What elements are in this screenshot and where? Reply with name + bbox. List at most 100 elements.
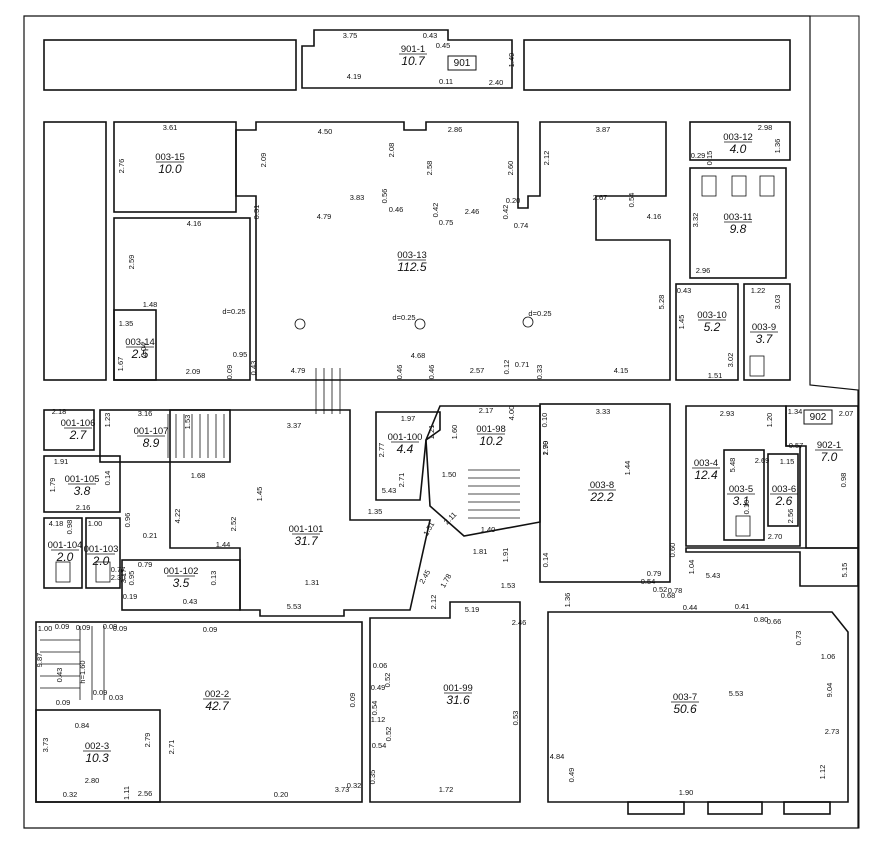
dimension-label: 0.12 (502, 360, 511, 375)
room-code: 003-13 (397, 250, 427, 261)
dimension-label: 0.54 (372, 741, 387, 750)
room-code: 001-104 (48, 540, 83, 551)
dimension-label: 4.22 (173, 509, 182, 524)
room-code: 003-15 (155, 152, 185, 163)
dimension-label: 2.60 (506, 161, 515, 176)
wall-001-99 (369, 601, 521, 803)
dimension-label: 1.22 (751, 286, 766, 295)
dimension-label: 0.09 (348, 693, 357, 708)
dimension-label: 1.15 (780, 457, 795, 466)
room-code: 001-99 (443, 683, 473, 694)
section-label-text: 901 (454, 58, 471, 69)
dimension-label: 0.11 (439, 77, 453, 86)
dimension-label: 2.12 (429, 595, 438, 610)
room-area: 10.7 (401, 54, 426, 68)
dimension-label: 2.46 (512, 618, 527, 627)
column-2 (414, 318, 426, 330)
room-code: 001-98 (476, 424, 506, 435)
room-area: 42.7 (205, 699, 230, 713)
dimension-label: 0.33 (535, 365, 544, 380)
dimension-label: 1.44 (623, 461, 632, 476)
room-area: 50.6 (673, 702, 697, 716)
room-area: 12.4 (694, 468, 718, 482)
dimension-label: 1.51 (708, 371, 723, 380)
room-code: 001-107 (134, 426, 169, 437)
dimension-label: 1.00 (38, 624, 53, 633)
dimension-label: 0.43 (55, 668, 64, 683)
dimension-label: 2.16 (76, 503, 91, 512)
dimension-label: 0.31 (252, 205, 261, 220)
dimension-label: 1.40 (481, 525, 496, 534)
dimension-label: 4.50 (318, 127, 333, 136)
room-code: 001-100 (388, 432, 423, 443)
dimension-label: 0.09 (203, 625, 218, 634)
window-3 (783, 801, 831, 815)
room-code: 003-4 (694, 458, 718, 469)
dimension-label: 0.14 (103, 471, 112, 486)
stair-002-2 (40, 626, 105, 700)
dimension-label: 1.90 (679, 788, 694, 797)
room-area: 3.8 (74, 484, 91, 498)
dimension-label: 4.18 (49, 519, 64, 528)
wall-003-5 (723, 449, 765, 541)
dimension-label: 1.20 (765, 413, 774, 428)
dimension-label: 0.09 (56, 698, 71, 707)
dimension-label: 1.72 (439, 785, 454, 794)
dimension-label: 1.11 (122, 786, 131, 800)
room-label-003-9: 003-93.7 (750, 322, 778, 346)
room-code: 003-10 (697, 310, 727, 321)
section-label-text: 902 (810, 412, 827, 423)
dimension-label: 2.73 (825, 727, 840, 736)
building-outline (23, 15, 859, 829)
dimension-label: 0.13 (209, 571, 218, 586)
room-code: 003-7 (673, 692, 697, 703)
room-area: 10.3 (85, 751, 109, 765)
dimension-label: 1.53 (183, 415, 192, 430)
dimension-label: 0.42 (501, 205, 510, 220)
dimension-label: 0.75 (439, 218, 454, 227)
room-code: 901-1 (401, 44, 425, 55)
room-code: 001-101 (289, 524, 324, 535)
room-code: 003-6 (772, 484, 796, 495)
dimension-label: 0.09 (225, 365, 234, 380)
wall-003-14 (113, 309, 157, 381)
room-code: 001-102 (164, 566, 199, 577)
dimension-label: 0.78 (668, 586, 683, 595)
dimension-label: 0.14 (541, 553, 550, 568)
wall-003-8 (539, 403, 671, 583)
dimension-label: 0.29 (691, 151, 706, 160)
wall-003-11 (689, 167, 787, 279)
room-code: 002-3 (85, 741, 109, 752)
room-area: 2.0 (92, 554, 110, 568)
stairs (40, 368, 520, 700)
dimension-label: 0.73 (794, 631, 803, 646)
dimension-label: 2.59 (127, 255, 136, 270)
room-label-003-14: 003-142.5 (125, 337, 155, 361)
dimension-label: 0.32 (347, 781, 362, 790)
room-area: 2.0 (56, 550, 74, 564)
dimension-label: 3.33 (596, 407, 611, 416)
dimension-label: 4.79 (317, 212, 332, 221)
dimension-label: 1.50 (442, 470, 457, 479)
toilet-001-103 (95, 561, 111, 583)
dimension-label: 1.00 (88, 519, 103, 528)
dimension-label: 4.19 (347, 72, 362, 81)
dimension-label: 1.12 (371, 715, 386, 724)
dimension-label: 0.43 (423, 31, 438, 40)
dimension-label: 5.19 (465, 605, 480, 614)
room-label-002-3: 002-310.3 (83, 741, 111, 765)
dimension-label: 0.35 (368, 770, 377, 785)
dimension-label: 1.44 (216, 540, 231, 549)
dimension-label: 1.78 (438, 572, 453, 589)
dimension-label: 9.87 (35, 653, 44, 668)
dimension-label: 1.12 (818, 765, 827, 780)
room-label-003-4: 003-412.4 (692, 458, 720, 482)
dimension-label: 5.53 (287, 602, 302, 611)
dimension-label: 2.56 (786, 509, 795, 524)
toilet-003-11-b (731, 175, 747, 197)
dimension-label: 1.06 (821, 652, 836, 661)
room-area: 2.7 (69, 428, 88, 442)
